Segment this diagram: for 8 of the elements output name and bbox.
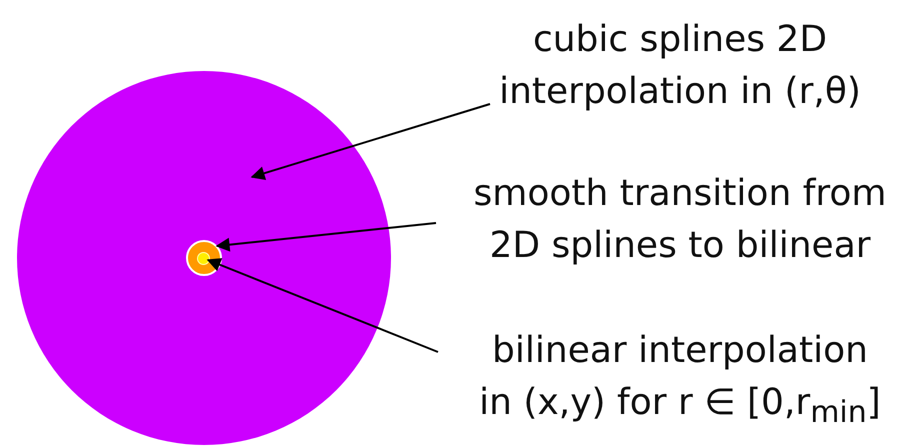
callout-text: cubic splines 2D interpolation in (r,θ) — [475, 14, 885, 118]
callout-text: bilinear interpolation in (x,y) for r ∈ [0,r$_{min}$] — [470, 325, 890, 440]
callout-text: smooth transition from 2D splines to bilinear — [460, 168, 900, 272]
leader-arrow — [250, 103, 490, 180]
leader-arrow — [216, 222, 436, 252]
leader-arrow — [206, 258, 438, 353]
center-dot — [198, 253, 209, 264]
transition-ring — [186, 240, 222, 276]
